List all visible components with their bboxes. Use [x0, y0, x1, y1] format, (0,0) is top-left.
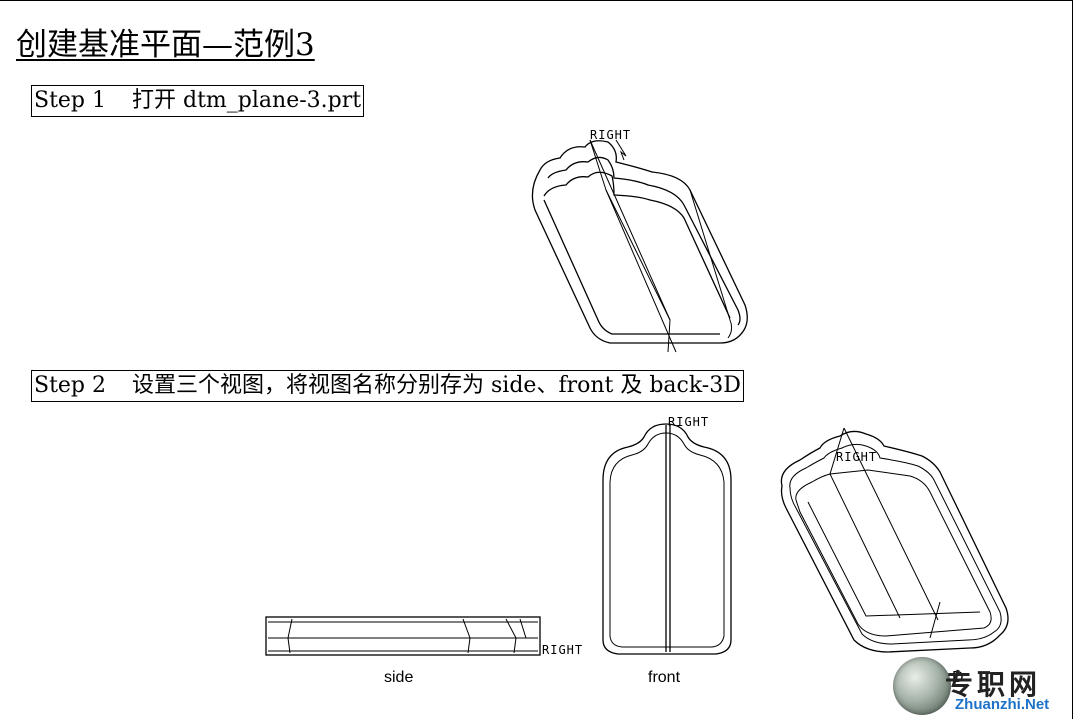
side-view-drawing: RIGHT side — [265, 616, 583, 686]
watermark-main: 专职网 — [945, 668, 1042, 701]
plane-label-back: RIGHT — [836, 450, 877, 464]
step2-box: Step 2 设置三个视图，将视图名称分别存为 side、front 及 back… — [31, 370, 744, 402]
watermark-sub: Zhuanzhi.Net — [955, 696, 1050, 713]
caption-back-partial: D — [952, 669, 964, 686]
step2-label: Step 2 — [34, 373, 107, 398]
step1-label: Step 1 — [34, 88, 107, 113]
step2-text: 设置三个视图，将视图名称分别存为 side、front 及 back-3D — [132, 373, 741, 398]
plane-label-top: RIGHT — [590, 128, 631, 142]
front-view-drawing: RIGHT front — [602, 415, 732, 686]
top-isometric-model: RIGHT — [531, 128, 748, 353]
step1-text: 打开 dtm_plane-3.prt — [132, 88, 362, 113]
caption-front: front — [648, 669, 681, 686]
back-3d-view-drawing: RIGHT D — [780, 427, 1009, 686]
caption-side: side — [384, 669, 413, 686]
mouse-cursor-icon — [615, 139, 627, 161]
plane-label-front: RIGHT — [668, 415, 709, 429]
slide-title: 创建基准平面—范例3 — [16, 27, 315, 63]
step1-box: Step 1 打开 dtm_plane-3.prt — [31, 85, 365, 117]
globe-logo-icon — [893, 657, 951, 715]
plane-label-side: RIGHT — [542, 643, 583, 657]
